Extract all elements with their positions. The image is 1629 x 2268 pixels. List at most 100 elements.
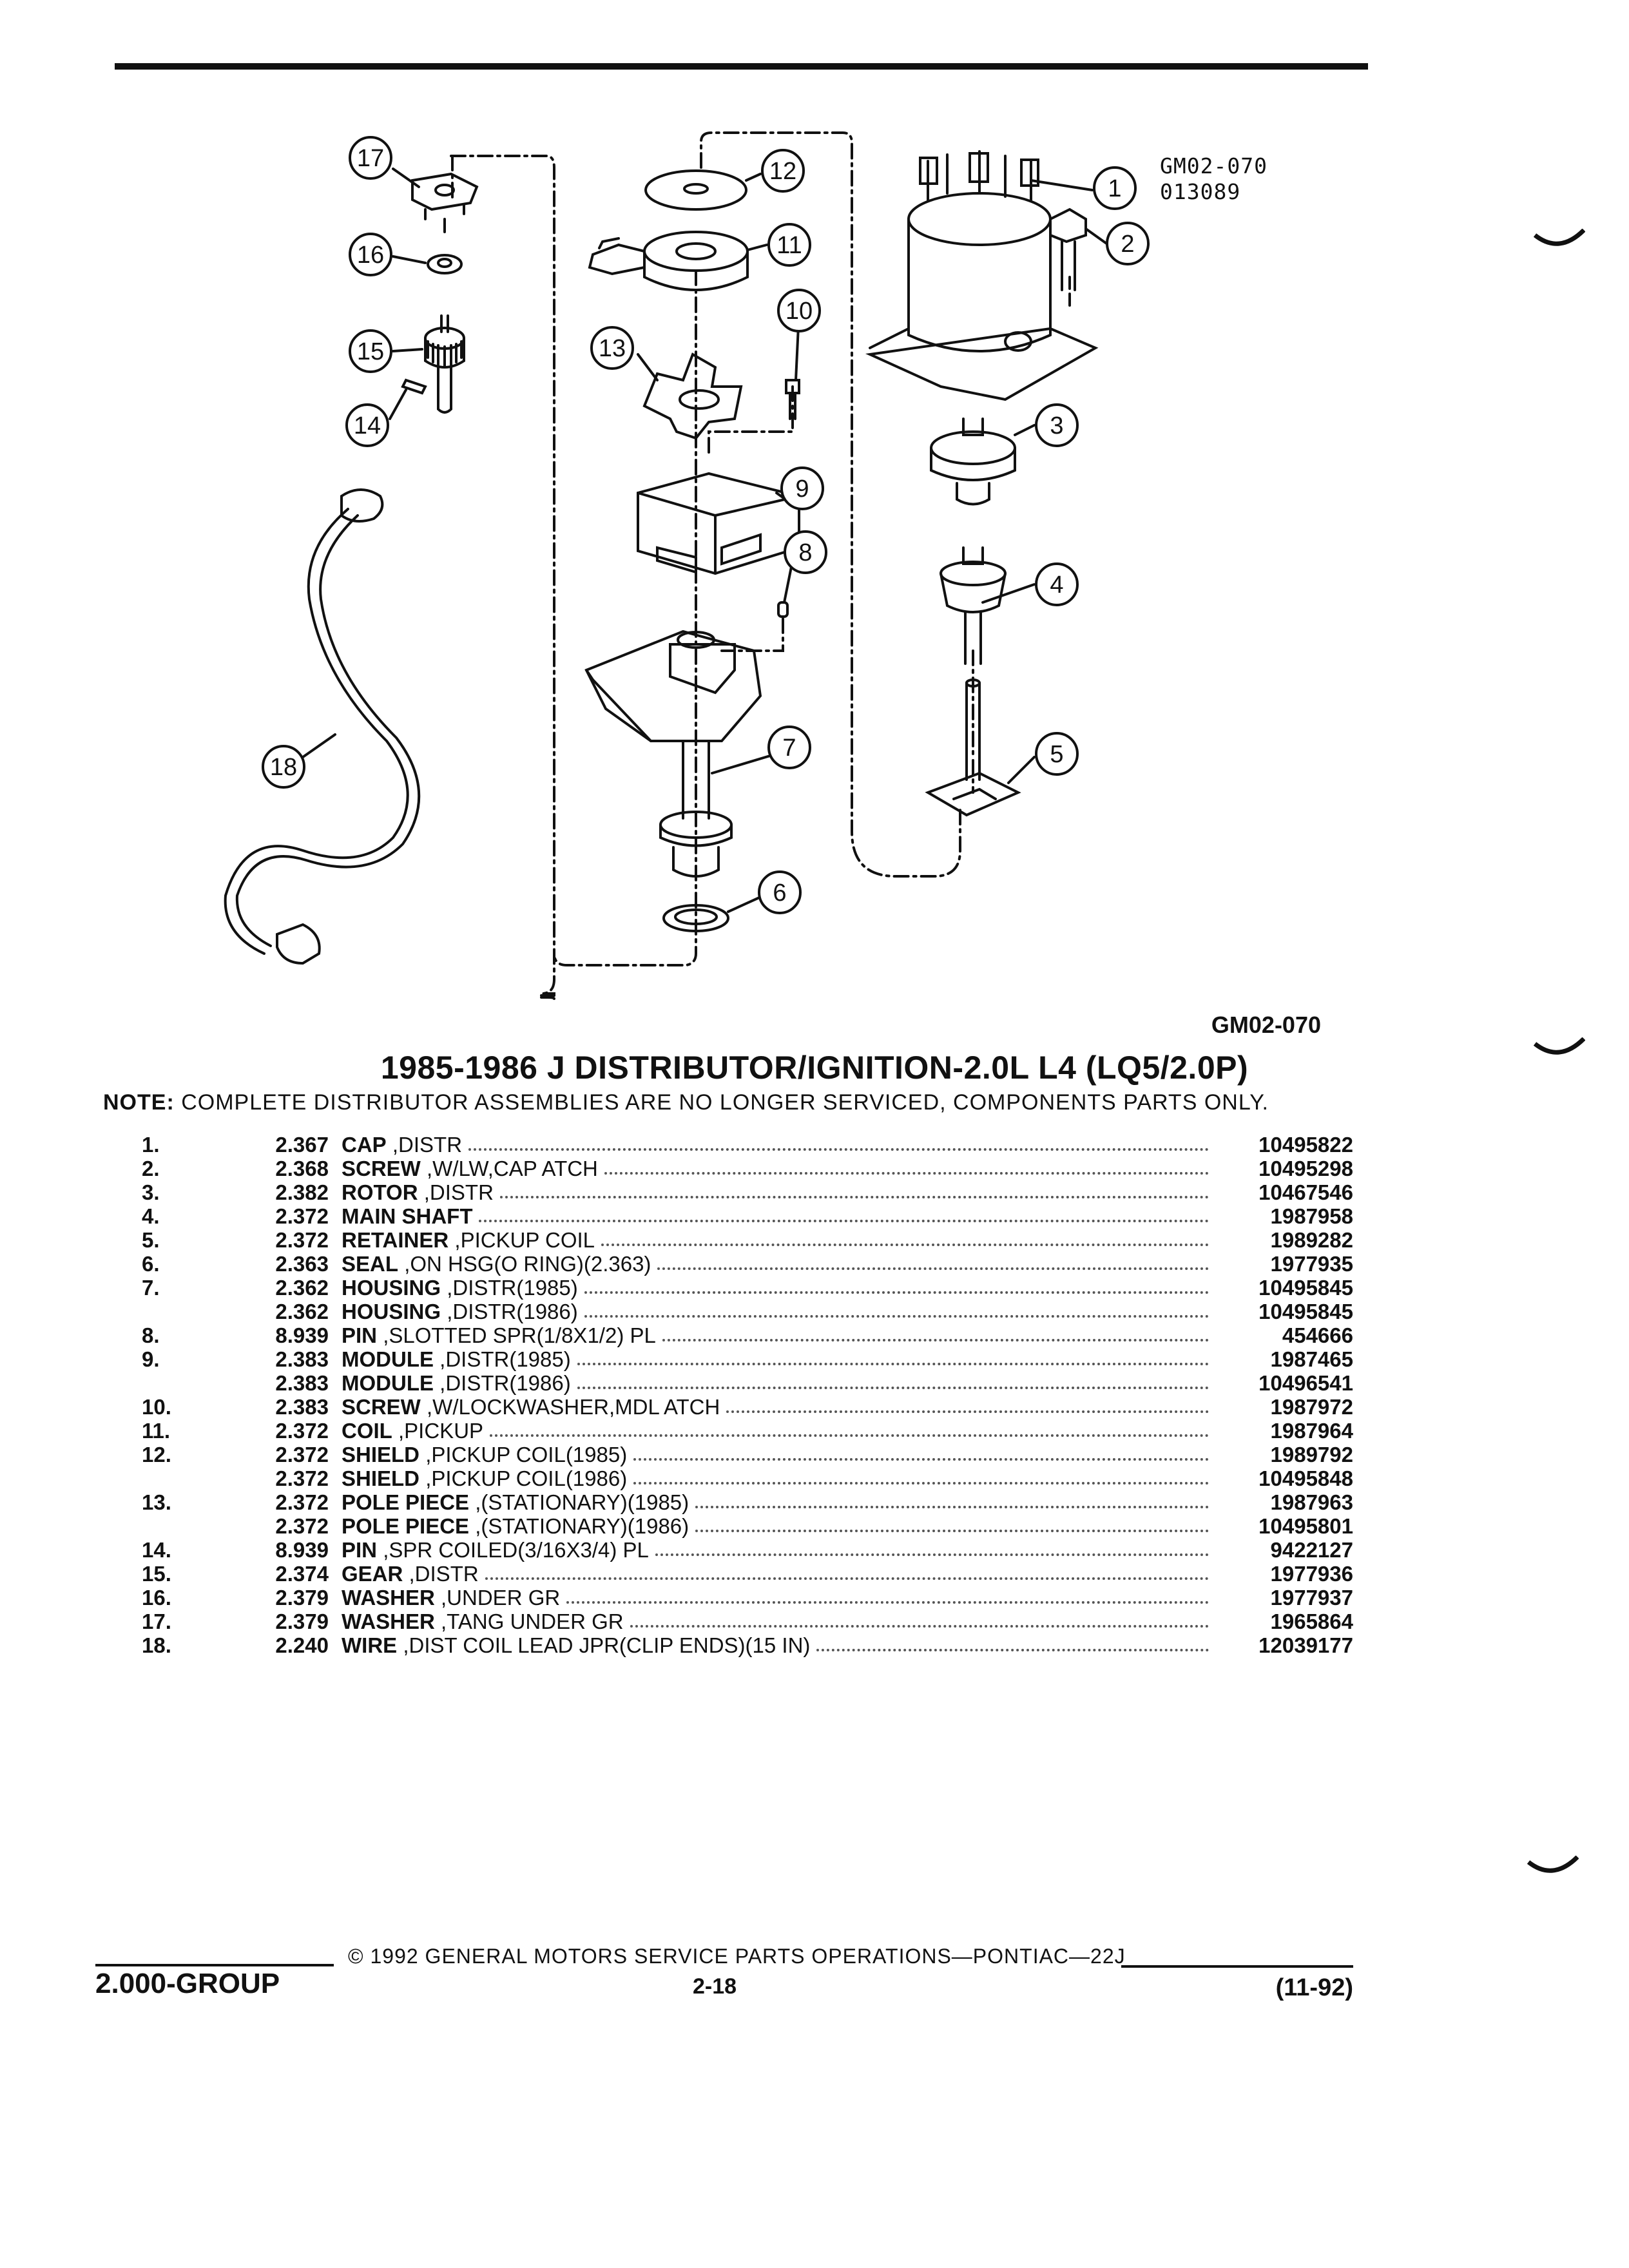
part-description: SHIELD ,PICKUP COIL(1986) bbox=[342, 1467, 633, 1490]
part-number: 1977937 bbox=[1270, 1586, 1353, 1610]
part-number: 9422127 bbox=[1270, 1538, 1353, 1562]
part-detail: ,DISTR(1986) bbox=[447, 1300, 578, 1323]
group-number: 8.939 bbox=[275, 1538, 329, 1562]
item-number: 5. bbox=[142, 1228, 160, 1252]
part-detail: ,TANG UNDER GR bbox=[441, 1610, 624, 1633]
part-name: COIL bbox=[342, 1419, 392, 1443]
dot-leader bbox=[468, 1148, 1209, 1151]
item-number: 6. bbox=[142, 1252, 160, 1276]
item-number: 16. bbox=[142, 1586, 171, 1610]
part-description: POLE PIECE ,(STATIONARY)(1986) bbox=[342, 1515, 695, 1538]
item-number: 4. bbox=[142, 1204, 160, 1228]
figure-code: GM02-070 bbox=[1211, 1012, 1321, 1038]
part-description: POLE PIECE ,(STATIONARY)(1985) bbox=[342, 1491, 695, 1514]
part-number: 10495845 bbox=[1258, 1300, 1353, 1323]
item-number: 18. bbox=[142, 1633, 171, 1657]
dot-leader bbox=[499, 1196, 1209, 1198]
part-detail: ,DIST COIL LEAD JPR(CLIP ENDS)(15 IN) bbox=[403, 1633, 811, 1657]
callout-5: 5 bbox=[1050, 741, 1063, 768]
part-description: SCREW ,W/LW,CAP ATCH bbox=[342, 1157, 604, 1180]
callout-13: 13 bbox=[599, 335, 626, 362]
margin-tick-mark bbox=[1534, 1037, 1585, 1055]
callout-circle-14 bbox=[345, 403, 389, 447]
part-number: 10495845 bbox=[1258, 1276, 1353, 1300]
part-number: 1965864 bbox=[1270, 1610, 1353, 1633]
callout-1: 1 bbox=[1108, 175, 1121, 202]
callout-12: 12 bbox=[769, 158, 796, 185]
page-number: 2-18 bbox=[693, 1974, 737, 1999]
group-number: 2.372 bbox=[275, 1228, 329, 1252]
part-description: SCREW ,W/LOCKWASHER,MDL ATCH bbox=[342, 1396, 726, 1419]
part-name: WIRE bbox=[342, 1633, 398, 1657]
item-number: 2. bbox=[142, 1157, 160, 1180]
part-detail: ,DISTR bbox=[409, 1562, 479, 1586]
part-number: 1989792 bbox=[1270, 1443, 1353, 1466]
footer-rule-right bbox=[1121, 1965, 1353, 1968]
dot-leader bbox=[662, 1339, 1209, 1341]
part-description: HOUSING ,DISTR(1985) bbox=[342, 1276, 584, 1300]
part-description: PIN ,SPR COILED(3/16X3/4) PL bbox=[342, 1539, 655, 1562]
part-number: 10495848 bbox=[1258, 1466, 1353, 1490]
part-name: POLE PIECE bbox=[342, 1514, 470, 1538]
part-detail: ,W/LW,CAP ATCH bbox=[427, 1157, 598, 1180]
ref-code-line-2: 013089 bbox=[1160, 179, 1241, 204]
part-description: MODULE ,DISTR(1985) bbox=[342, 1348, 577, 1371]
group-number: 2.372 bbox=[275, 1490, 329, 1514]
part-description: COIL ,PICKUP bbox=[342, 1419, 490, 1443]
callout-2: 2 bbox=[1121, 231, 1134, 258]
part-name: CAP bbox=[342, 1133, 387, 1157]
item-number: 15. bbox=[142, 1562, 171, 1586]
part-number: 10496541 bbox=[1258, 1371, 1353, 1395]
shield-part bbox=[644, 169, 747, 211]
group-number: 2.382 bbox=[275, 1180, 329, 1204]
part-number: 1987963 bbox=[1270, 1490, 1353, 1514]
note-text: COMPLETE DISTRIBUTOR ASSEMBLIES ARE NO L… bbox=[181, 1090, 1269, 1115]
part-name: SEAL bbox=[342, 1252, 399, 1276]
part-name: MODULE bbox=[342, 1347, 434, 1371]
dot-leader bbox=[695, 1530, 1209, 1532]
slotted-pin-part bbox=[777, 601, 789, 618]
item-number: 8. bbox=[142, 1323, 160, 1347]
part-description: WASHER ,UNDER GR bbox=[342, 1586, 566, 1610]
part-number: 10495298 bbox=[1258, 1157, 1353, 1180]
leader-18 bbox=[302, 733, 336, 758]
callout-11: 11 bbox=[776, 232, 802, 259]
part-detail: ,PICKUP COIL(1986) bbox=[425, 1466, 628, 1490]
part-name: WASHER bbox=[342, 1610, 435, 1633]
callout-15: 15 bbox=[357, 338, 384, 365]
group-number: 2.363 bbox=[275, 1252, 329, 1276]
part-name: POLE PIECE bbox=[342, 1490, 470, 1514]
dot-leader bbox=[726, 1410, 1209, 1413]
part-description: GEAR ,DISTR bbox=[342, 1562, 485, 1586]
callout-3: 3 bbox=[1050, 412, 1063, 439]
leader-6 bbox=[727, 894, 765, 913]
item-number: 11. bbox=[142, 1419, 171, 1443]
group-number: 2.362 bbox=[275, 1300, 329, 1323]
part-detail: ,DISTR bbox=[423, 1180, 494, 1204]
callout-circle-7 bbox=[767, 726, 811, 769]
callout-circle-12 bbox=[761, 149, 805, 193]
part-detail: ,DISTR bbox=[392, 1133, 463, 1157]
leader-12 bbox=[745, 173, 762, 182]
connector-line-f bbox=[553, 269, 697, 966]
leader-11 bbox=[746, 244, 768, 251]
callout-circle-15 bbox=[349, 329, 392, 373]
item-number: 17. bbox=[142, 1610, 171, 1633]
part-detail: ,SPR COILED(3/16X3/4) PL bbox=[383, 1538, 649, 1562]
dot-leader bbox=[479, 1220, 1209, 1222]
callout-18: 18 bbox=[270, 754, 297, 781]
part-description: ROTOR ,DISTR bbox=[342, 1181, 500, 1204]
part-name: SHIELD bbox=[342, 1466, 420, 1490]
leader-17 bbox=[392, 168, 420, 188]
part-number: 1987958 bbox=[1270, 1204, 1353, 1228]
leader-16 bbox=[392, 255, 427, 264]
ref-code-line-1: GM02-070 bbox=[1160, 153, 1268, 178]
part-description: WIRE ,DIST COIL LEAD JPR(CLIP ENDS)(15 I… bbox=[342, 1634, 816, 1657]
part-description: RETAINER ,PICKUP COIL bbox=[342, 1229, 601, 1252]
washer-part bbox=[427, 254, 463, 274]
callout-17: 17 bbox=[357, 145, 384, 172]
part-detail: ,PICKUP COIL(1985) bbox=[425, 1443, 628, 1466]
